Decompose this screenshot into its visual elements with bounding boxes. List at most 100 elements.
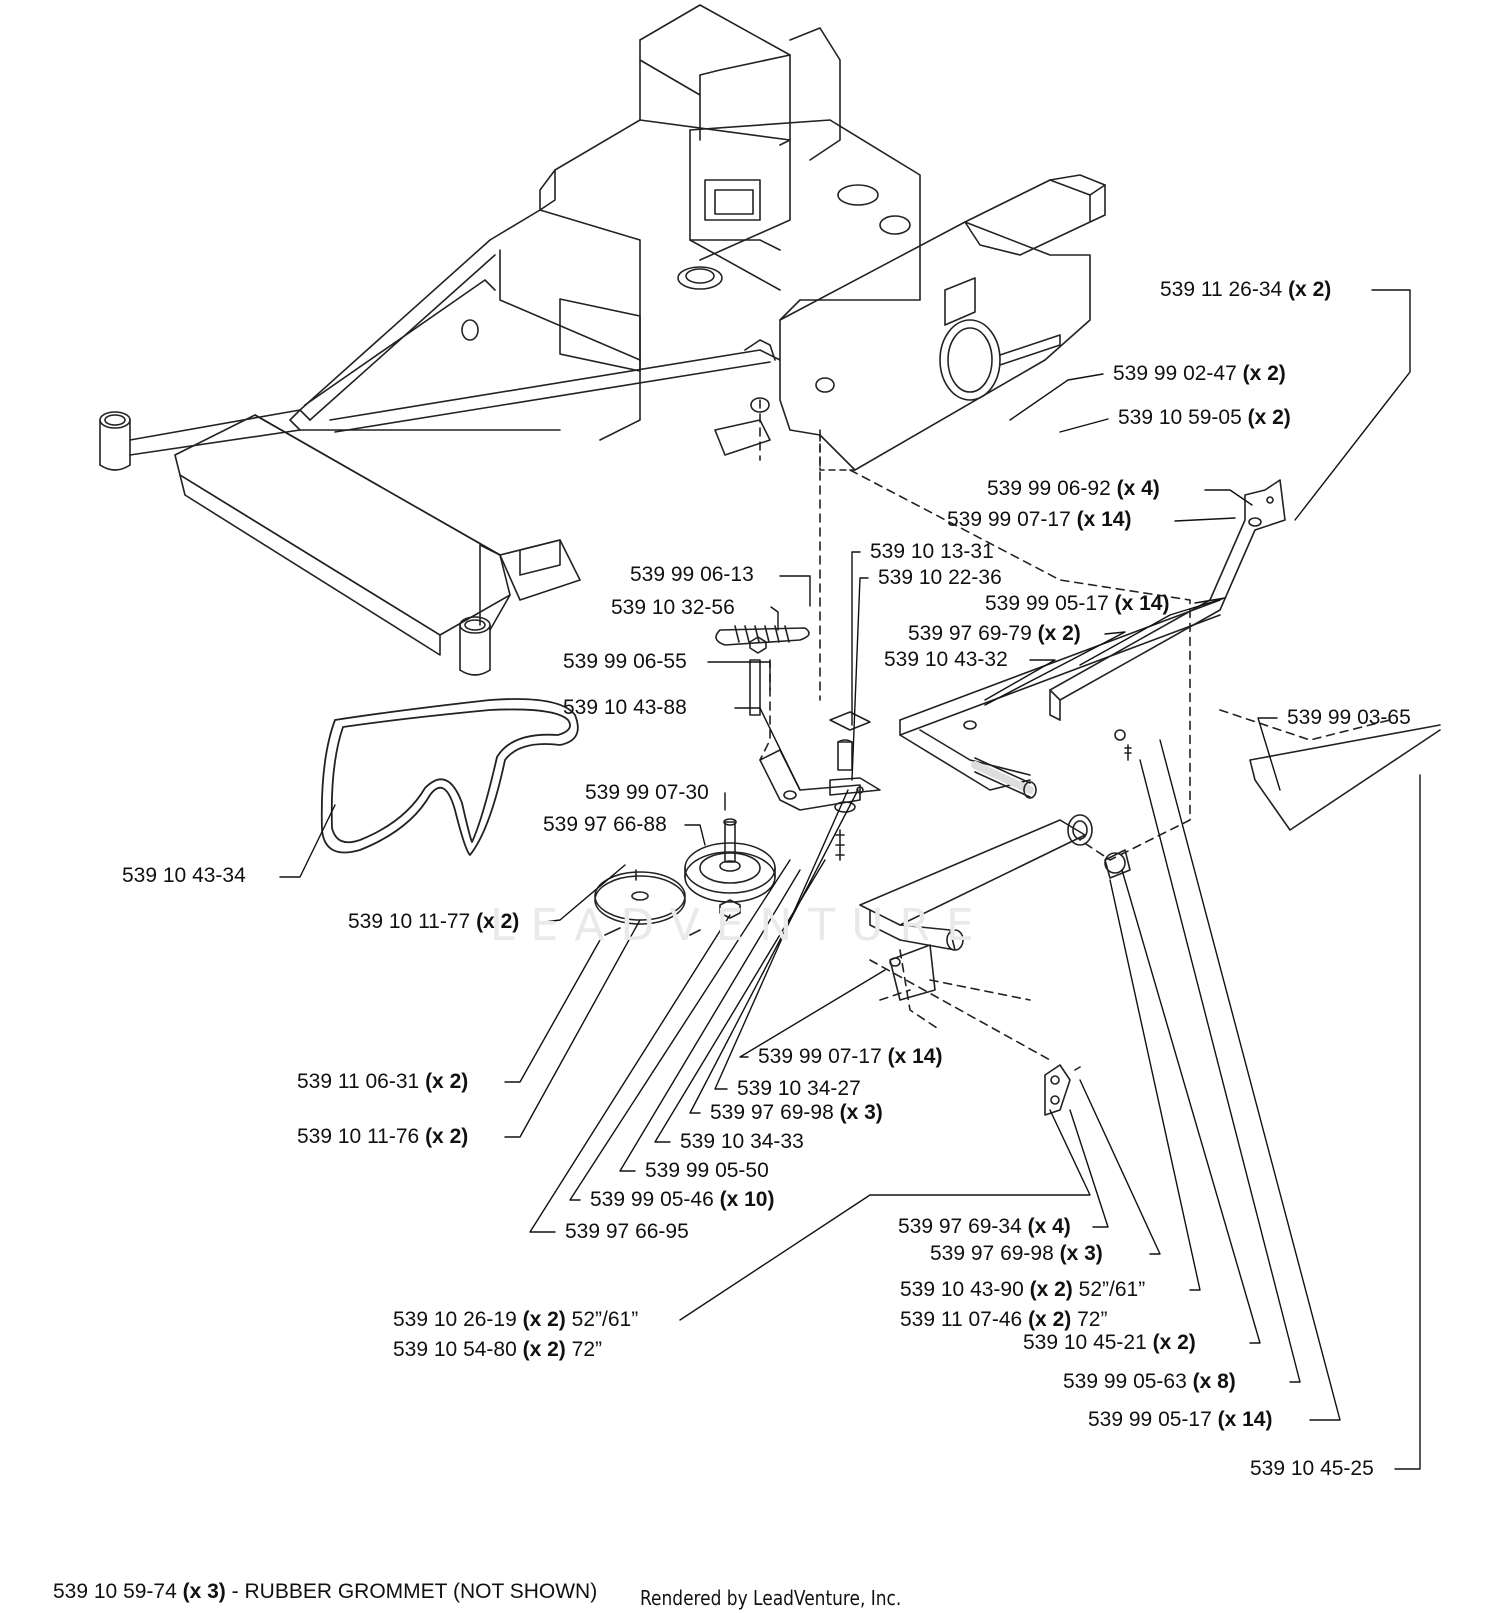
part-quantity: (x 3) <box>839 1101 883 1124</box>
part-number: 539 97 69-79 <box>908 622 1032 645</box>
part-number: 539 10 43-34 <box>122 864 246 887</box>
footnote-qty: (x 3) <box>182 1580 226 1603</box>
idler-assembly <box>715 625 881 861</box>
part-quantity: (x 14) <box>1076 508 1132 531</box>
part-label-p32: 539 11 07-46 (x 2) 72” <box>900 1308 1107 1332</box>
part-quantity: (x 2) <box>1028 1308 1072 1331</box>
part-label-p6: 539 10 13-31 <box>870 540 994 564</box>
part-number: 539 10 22-36 <box>878 566 1002 589</box>
part-label-p24: 539 10 11-76 (x 2) <box>297 1125 468 1149</box>
part-quantity: (x 2) <box>1037 622 1081 645</box>
part-number: 539 10 11-76 <box>297 1125 420 1148</box>
part-label-p28: 539 97 69-34 (x 4) <box>898 1215 1071 1239</box>
part-number: 539 10 34-27 <box>737 1077 861 1100</box>
part-label-p36: 539 99 05-63 (x 8) <box>1063 1370 1236 1394</box>
part-label-p13: 539 99 06-55 <box>563 650 687 674</box>
part-number: 539 97 66-88 <box>543 813 667 836</box>
part-size-note: 72” <box>571 1338 603 1361</box>
watermark: LEADVENTURE <box>490 900 990 951</box>
part-quantity: (x 2) <box>522 1308 566 1331</box>
part-number: 539 10 32-56 <box>611 596 735 619</box>
part-size-note: 52”/61” <box>1078 1278 1146 1301</box>
part-number: 539 10 54-80 <box>393 1338 517 1361</box>
part-number: 539 10 43-88 <box>563 696 687 719</box>
part-label-p20: 539 99 07-17 (x 14) <box>758 1045 942 1069</box>
part-number: 539 99 05-46 <box>590 1188 714 1211</box>
part-label-p23: 539 97 69-98 (x 3) <box>710 1101 883 1125</box>
part-label-p29: 539 97 66-95 <box>565 1220 689 1244</box>
part-number: 539 11 07-46 <box>900 1308 1023 1331</box>
part-label-p18: 539 10 43-34 <box>122 864 246 888</box>
part-number: 539 97 69-98 <box>710 1101 834 1124</box>
part-quantity: (x 14) <box>1217 1408 1273 1431</box>
part-quantity: (x 2) <box>425 1070 469 1093</box>
part-number: 539 99 07-17 <box>947 508 1071 531</box>
part-number: 539 99 06-55 <box>563 650 687 673</box>
footnote-part: 539 10 59-74 <box>53 1580 177 1603</box>
part-quantity: (x 2) <box>1029 1278 1073 1301</box>
part-label-p22: 539 10 34-27 <box>737 1077 861 1101</box>
part-number: 539 99 06-13 <box>630 563 754 586</box>
drive-belt <box>320 698 579 856</box>
part-size-note: 72” <box>1077 1308 1108 1331</box>
part-label-p7: 539 99 06-13 <box>630 563 754 587</box>
part-label-p8: 539 10 22-36 <box>878 566 1002 590</box>
part-quantity: (x 2) <box>1152 1331 1196 1354</box>
part-quantity: (x 3) <box>1059 1242 1103 1265</box>
part-quantity: (x 14) <box>1114 592 1170 615</box>
part-quantity: (x 4) <box>1116 477 1160 500</box>
part-quantity: (x 10) <box>719 1188 775 1211</box>
lower-lift-arm <box>859 724 1441 1116</box>
part-label-p31: 539 10 43-90 (x 2) 52”/61” <box>900 1278 1145 1302</box>
part-label-p5: 539 99 07-17 (x 14) <box>947 508 1131 532</box>
part-quantity: (x 14) <box>887 1045 943 1068</box>
part-label-p14: 539 10 43-88 <box>563 696 687 720</box>
part-number: 539 10 45-21 <box>1023 1331 1147 1354</box>
part-quantity: (x 8) <box>1192 1370 1236 1393</box>
part-quantity: (x 2) <box>1247 406 1291 429</box>
part-label-p33: 539 10 26-19 (x 2) 52”/61” <box>393 1308 638 1332</box>
mower-frame <box>99 4 1106 676</box>
part-number: 539 99 05-17 <box>1088 1408 1212 1431</box>
part-label-p1: 539 11 26-34 (x 2) <box>1160 278 1331 302</box>
part-label-p16: 539 99 07-30 <box>585 781 709 805</box>
part-number: 539 99 03-65 <box>1287 706 1411 729</box>
part-label-p10: 539 99 05-17 (x 14) <box>985 592 1169 616</box>
part-label-p11: 539 97 69-79 (x 2) <box>908 622 1081 646</box>
part-number: 539 10 34-33 <box>680 1130 804 1153</box>
part-label-p30: 539 97 69-98 (x 3) <box>930 1242 1103 1266</box>
part-label-p26: 539 99 05-50 <box>645 1159 769 1183</box>
part-number: 539 10 45-25 <box>1250 1457 1374 1480</box>
part-number: 539 99 05-63 <box>1063 1370 1187 1393</box>
lift-linkage <box>759 399 1391 1061</box>
part-label-p25: 539 10 34-33 <box>680 1130 804 1154</box>
part-number: 539 10 26-19 <box>393 1308 517 1331</box>
part-number: 539 11 06-31 <box>297 1070 420 1093</box>
part-label-p2: 539 99 02-47 (x 2) <box>1113 362 1286 386</box>
part-size-note: 52”/61” <box>571 1308 639 1331</box>
part-number: 539 99 07-17 <box>758 1045 882 1068</box>
part-quantity: (x 2) <box>1242 362 1286 385</box>
part-label-p12: 539 10 43-32 <box>884 648 1008 672</box>
leader-lines <box>279 289 1421 1470</box>
part-label-p3: 539 10 59-05 (x 2) <box>1118 406 1291 430</box>
part-number: 539 97 69-98 <box>930 1242 1054 1265</box>
part-label-p15: 539 99 03-65 <box>1287 706 1411 730</box>
part-number: 539 10 43-32 <box>884 648 1008 671</box>
part-number: 539 99 05-50 <box>645 1159 769 1182</box>
part-label-p4: 539 99 06-92 (x 4) <box>987 477 1160 501</box>
part-number: 539 10 43-90 <box>900 1278 1024 1301</box>
part-number: 539 10 59-05 <box>1118 406 1242 429</box>
part-quantity: (x 2) <box>476 910 520 933</box>
part-number: 539 99 02-47 <box>1113 362 1237 385</box>
part-label-p19: 539 10 11-77 (x 2) <box>348 910 519 934</box>
part-quantity: (x 2) <box>425 1125 469 1148</box>
part-label-p21: 539 11 06-31 (x 2) <box>297 1070 468 1094</box>
part-number: 539 10 13-31 <box>870 540 994 563</box>
part-number: 539 99 07-30 <box>585 781 709 804</box>
part-label-p27: 539 99 05-46 (x 10) <box>590 1188 774 1212</box>
part-number: 539 10 11-77 <box>348 910 471 933</box>
part-label-p37: 539 99 05-17 (x 14) <box>1088 1408 1272 1432</box>
part-label-p35: 539 10 54-80 (x 2) 72” <box>393 1338 602 1362</box>
